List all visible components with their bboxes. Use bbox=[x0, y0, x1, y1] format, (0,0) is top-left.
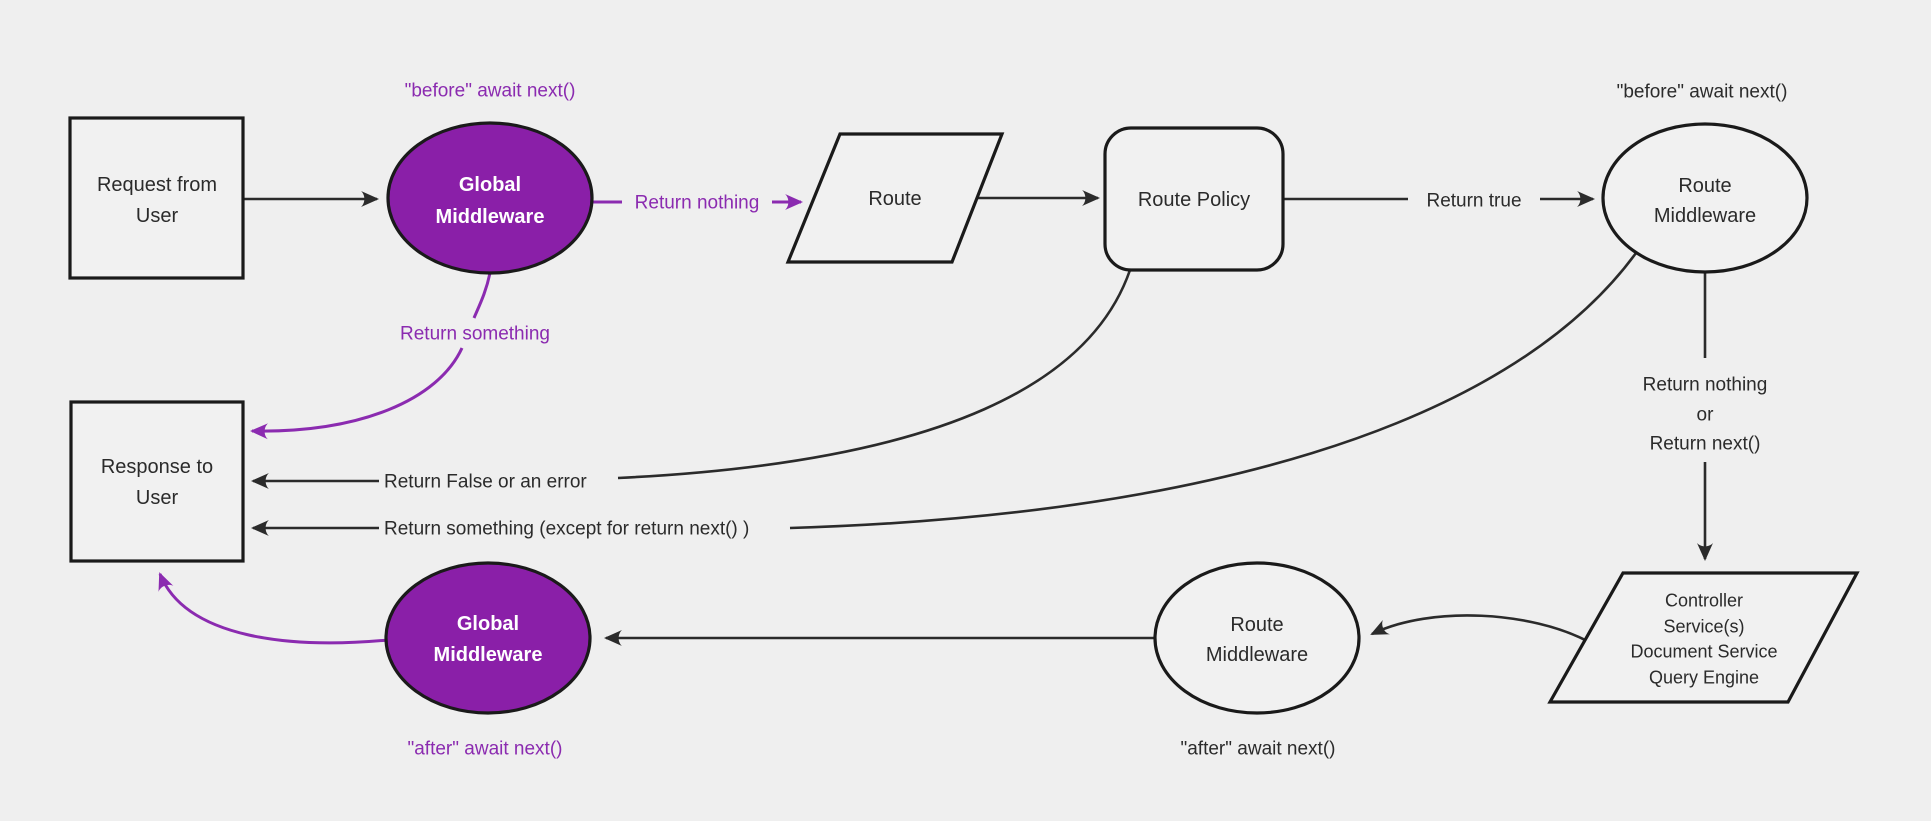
global-middleware-top-label-line1: Global bbox=[459, 174, 521, 196]
route-label: Route bbox=[868, 188, 921, 210]
response-to-user-label-line1: Response to bbox=[101, 456, 213, 478]
return-nothing-or-label-line1: Return nothing bbox=[1643, 375, 1768, 396]
edges bbox=[158, 190, 1713, 646]
return-false-or-error-label: Return False or an error bbox=[384, 472, 587, 493]
route-middleware-top-ellipse bbox=[1601, 122, 1809, 274]
global-middleware-bottom-ellipse bbox=[384, 561, 592, 715]
response-to-user-box bbox=[69, 400, 245, 563]
return-nothing-or-label-line3: Return next() bbox=[1650, 434, 1761, 455]
node-global-middleware-bottom: Global Middleware bbox=[384, 561, 592, 715]
route-parallelogram bbox=[785, 132, 1005, 264]
after-await-next-global-label: "after" await next() bbox=[408, 739, 563, 760]
return-nothing-or-label-line2: or bbox=[1697, 405, 1715, 426]
edge-controller-to-route-middleware-bottom bbox=[1370, 614, 1588, 643]
node-global-middleware-top: Global Middleware bbox=[386, 121, 594, 275]
global-middleware-top-ellipse bbox=[386, 121, 594, 275]
edge-route-policy-to-response-curve bbox=[617, 269, 1132, 480]
node-route-policy: Route Policy bbox=[1103, 126, 1285, 272]
node-route-middleware-top: Route Middleware bbox=[1601, 122, 1809, 274]
edge-global-middleware-top-to-response bbox=[250, 347, 464, 440]
annotations: "before" await next() "before" await nex… bbox=[384, 81, 1787, 760]
route-middleware-bottom-ellipse bbox=[1153, 561, 1361, 715]
return-something-except-label: Return something (except for return next… bbox=[384, 519, 749, 540]
after-await-next-route-label: "after" await next() bbox=[1181, 739, 1336, 760]
return-something-label: Return something bbox=[400, 324, 550, 345]
request-from-user-box bbox=[68, 116, 245, 280]
node-route: Route bbox=[785, 132, 1005, 264]
route-policy-box bbox=[1103, 126, 1285, 272]
request-from-user-label-line2: User bbox=[136, 205, 179, 227]
route-middleware-top-label-line2: Middleware bbox=[1654, 205, 1756, 227]
node-response-to-user: Response to User bbox=[69, 400, 245, 563]
route-middleware-bottom-label-line2: Middleware bbox=[1206, 644, 1308, 666]
edge-route-middleware-to-response-curve bbox=[789, 252, 1638, 530]
global-middleware-bottom-label-line1: Global bbox=[457, 613, 519, 635]
controller-label-line4: Query Engine bbox=[1649, 667, 1759, 687]
return-true-label: Return true bbox=[1426, 191, 1521, 212]
route-policy-label: Route Policy bbox=[1138, 189, 1250, 211]
edge-global-middleware-top-to-response-stub bbox=[472, 272, 492, 319]
return-nothing-label: Return nothing bbox=[635, 193, 760, 214]
before-await-next-global-label: "before" await next() bbox=[405, 81, 576, 102]
response-to-user-label-line2: User bbox=[136, 487, 179, 509]
controller-label-line2: Service(s) bbox=[1663, 616, 1744, 636]
controller-label-line3: Document Service bbox=[1630, 641, 1777, 661]
node-route-middleware-bottom: Route Middleware bbox=[1153, 561, 1361, 715]
route-middleware-top-label-line1: Route bbox=[1678, 175, 1731, 197]
node-controller-services: Controller Service(s) Document Service Q… bbox=[1547, 571, 1860, 704]
edge-global-middleware-bottom-to-response bbox=[158, 572, 389, 645]
controller-label-line1: Controller bbox=[1665, 590, 1743, 610]
request-from-user-label-line1: Request from bbox=[97, 174, 217, 196]
global-middleware-bottom-label-line2: Middleware bbox=[434, 644, 543, 666]
node-request-from-user: Request from User bbox=[68, 116, 245, 280]
controller-parallelogram bbox=[1547, 571, 1860, 704]
global-middleware-top-label-line2: Middleware bbox=[436, 206, 545, 228]
before-await-next-route-label: "before" await next() bbox=[1617, 82, 1788, 103]
route-middleware-bottom-label-line1: Route bbox=[1230, 614, 1283, 636]
